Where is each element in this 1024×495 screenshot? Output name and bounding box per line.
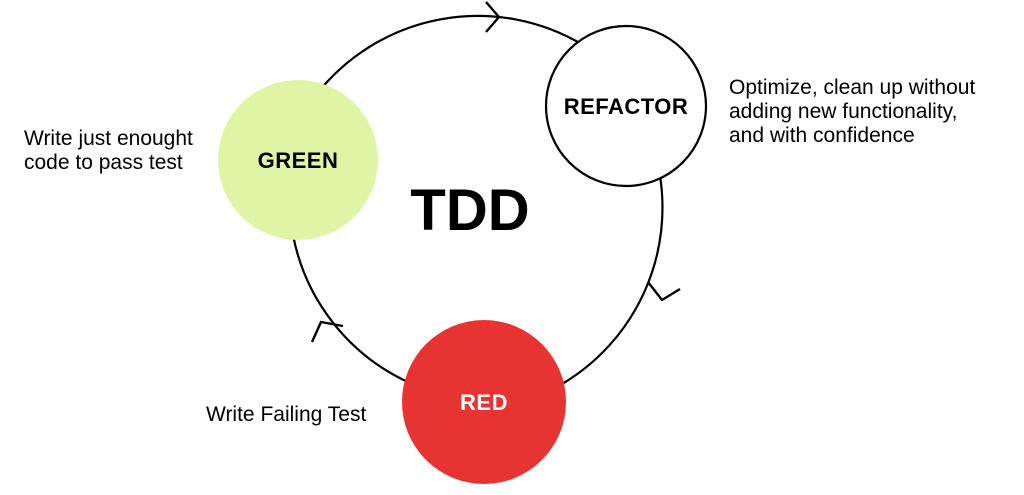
refactor-description-line-1: Optimize, clean up without	[729, 76, 975, 99]
arrowhead-right-icon	[647, 281, 681, 302]
refactor-description-line-2: adding new functionality,	[729, 100, 957, 123]
green-description-line-2: code to pass test	[24, 151, 183, 174]
node-red-circle	[402, 320, 566, 484]
red-description: Write Failing Test	[206, 403, 366, 426]
red-description-line-1: Write Failing Test	[206, 403, 366, 426]
node-green-circle	[218, 80, 378, 240]
arc-green-to-refactor	[315, 14, 584, 96]
arc-red-to-green	[291, 234, 411, 385]
arrowhead-left-icon	[310, 320, 344, 343]
arc-refactor-to-red	[561, 169, 664, 385]
green-description-line-1: Write just enought	[24, 127, 193, 150]
refactor-description: Optimize, clean up without adding new fu…	[729, 76, 975, 147]
arrowhead-top-icon	[485, 1, 501, 33]
node-red: RED	[402, 320, 566, 484]
node-refactor-label: REFACTOR	[564, 94, 689, 119]
node-green: GREEN	[218, 80, 378, 240]
refactor-description-line-3: and with confidence	[729, 124, 915, 147]
center-title: TDD	[410, 178, 529, 243]
node-red-label: RED	[460, 390, 508, 415]
node-green-label: GREEN	[258, 148, 339, 173]
green-description: Write just enought code to pass test	[24, 127, 193, 174]
node-refactor-circle	[544, 24, 708, 188]
node-refactor: REFACTOR	[544, 24, 708, 188]
